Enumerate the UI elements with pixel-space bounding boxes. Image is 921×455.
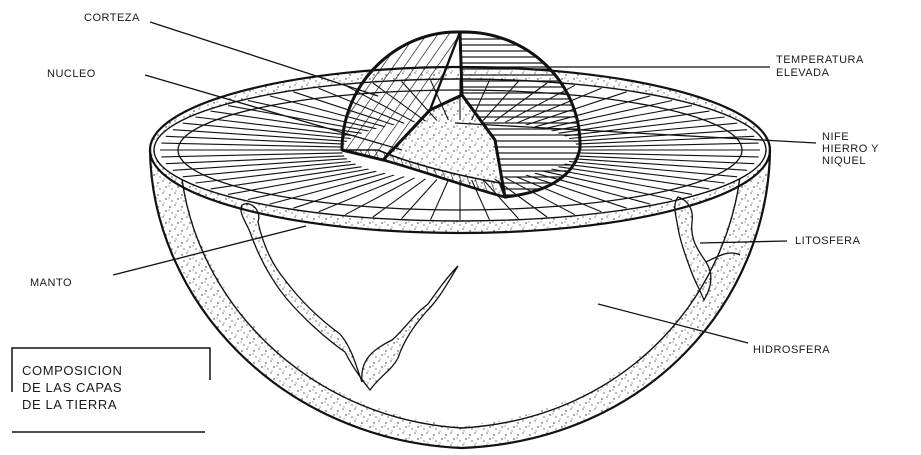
label-nife-1: NIFE xyxy=(822,131,849,143)
label-litosfera: LITOSFERA xyxy=(795,235,861,247)
label-temperatura-2: ELEVADA xyxy=(776,67,830,79)
continent-east xyxy=(675,197,711,300)
label-corteza: CORTEZA xyxy=(84,12,140,24)
label-nife-3: NIQUEL xyxy=(822,155,866,167)
caption-line-1: COMPOSICION xyxy=(22,363,123,378)
label-temperatura-1: TEMPERATURA xyxy=(776,54,864,66)
caption-line-2: DE LAS CAPAS xyxy=(22,380,122,395)
caption-line-3: DE LA TIERRA xyxy=(22,397,117,412)
label-nucleo: NUCLEO xyxy=(47,68,96,80)
caption-box: COMPOSICION DE LAS CAPAS DE LA TIERRA xyxy=(12,348,210,432)
label-manto: MANTO xyxy=(30,277,72,289)
label-nife-2: HIERRO Y xyxy=(822,143,879,155)
label-hidrosfera: HIDROSFERA xyxy=(753,344,830,356)
